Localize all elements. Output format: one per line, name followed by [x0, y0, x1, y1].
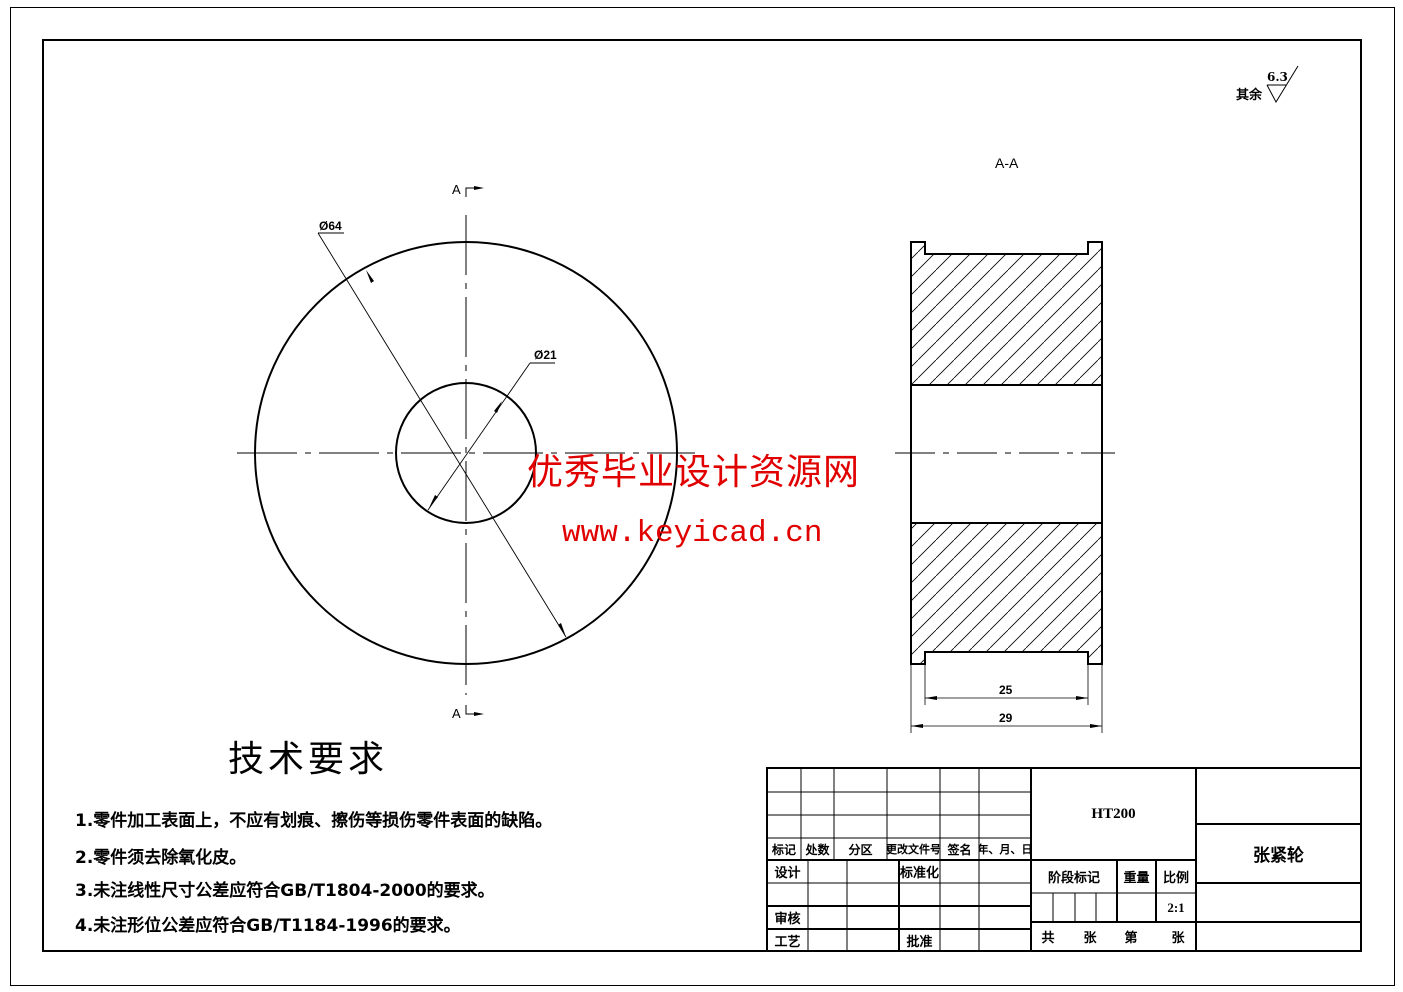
roughness-prefix: 其余	[1236, 88, 1263, 103]
section-marker-top: A	[452, 182, 461, 197]
sheet-outer-border	[10, 7, 1395, 986]
tb-header-date: 年、月、日	[979, 843, 1031, 856]
tb-approve: 批准	[906, 934, 933, 950]
requirement-item: 4.未注形位公差应符合GB/T1184-1996的要求。	[75, 916, 461, 936]
inner-diameter-label: Ø21	[534, 348, 557, 362]
tb-header-mark: 标记	[771, 842, 796, 857]
requirement-item: 3.未注线性尺寸公差应符合GB/T1804-2000的要求。	[75, 881, 495, 901]
requirement-item: 2.零件须去除氧化皮。	[75, 848, 247, 868]
tb-header-count: 处数	[805, 842, 830, 857]
bore-circle	[395, 382, 537, 524]
tb-stage-mark: 阶段标记	[1047, 871, 1100, 886]
outer-width-label: 29	[999, 711, 1013, 725]
tb-review: 审核	[774, 912, 801, 927]
inner-width-label: 25	[999, 683, 1013, 697]
outer-circle	[254, 241, 678, 665]
requirements-title: 技术要求	[228, 739, 389, 780]
section-view	[895, 241, 1115, 733]
tb-scale-label: 比例	[1162, 871, 1189, 886]
watermark-title: 优秀毕业设计资源网	[527, 452, 861, 493]
tb-part-name: 张紧轮	[1253, 846, 1304, 866]
tb-sheet-unit2: 张	[1171, 931, 1185, 946]
section-title: A-A	[995, 155, 1019, 171]
section-marker-bottom: A	[452, 706, 461, 721]
title-block	[766, 767, 1362, 952]
watermark-url: www.keyicad.cn	[562, 516, 823, 551]
tb-header-change-doc: 更改文件号	[886, 843, 941, 856]
tb-sheet-no: 第	[1124, 931, 1138, 946]
tb-sheet-unit1: 张	[1083, 931, 1097, 946]
tb-design: 设计	[774, 866, 801, 881]
front-view	[237, 186, 695, 716]
requirement-item: 1.零件加工表面上，不应有划痕、擦伤等损伤零件表面的缺陷。	[75, 811, 553, 831]
roughness-symbol	[1266, 65, 1299, 104]
outer-diameter-label: Ø64	[319, 219, 342, 233]
tb-header-zone: 分区	[848, 842, 873, 857]
roughness-value: 6.3	[1267, 70, 1288, 84]
tb-scale-value: 2:1	[1167, 899, 1185, 915]
drawing-frame	[42, 39, 1362, 952]
tb-sheet-total: 共	[1041, 931, 1055, 946]
tb-standardization: 标准化	[899, 866, 939, 881]
tb-process: 工艺	[774, 934, 801, 950]
tb-weight: 重量	[1123, 871, 1150, 886]
tb-header-signature: 签名	[947, 842, 972, 857]
tb-material: HT200	[1091, 805, 1136, 822]
